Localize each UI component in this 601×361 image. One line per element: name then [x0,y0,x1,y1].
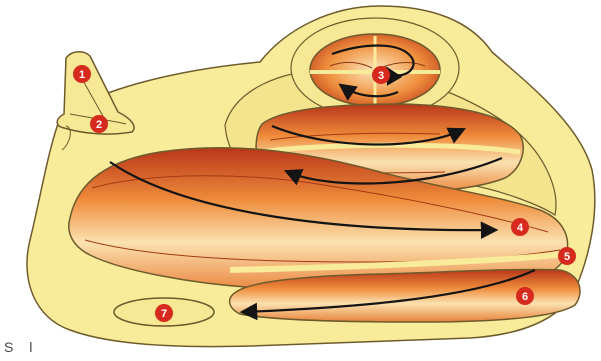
svg-text:3: 3 [378,70,384,82]
svg-text:2: 2 [96,119,102,131]
marker-7: 7 [155,304,173,322]
svg-text:7: 7 [161,308,167,320]
svg-text:4: 4 [517,222,524,234]
svg-text:1: 1 [79,69,85,81]
marker-4: 4 [511,218,529,236]
svg-text:6: 6 [522,291,528,303]
marker-6: 6 [516,287,534,305]
marker-1: 1 [73,65,91,83]
svg-text:5: 5 [564,251,570,263]
cut-off-caption: S l [4,339,38,355]
marker-5: 5 [558,247,576,265]
marker-3: 3 [372,66,390,84]
marker-2: 2 [90,115,108,133]
